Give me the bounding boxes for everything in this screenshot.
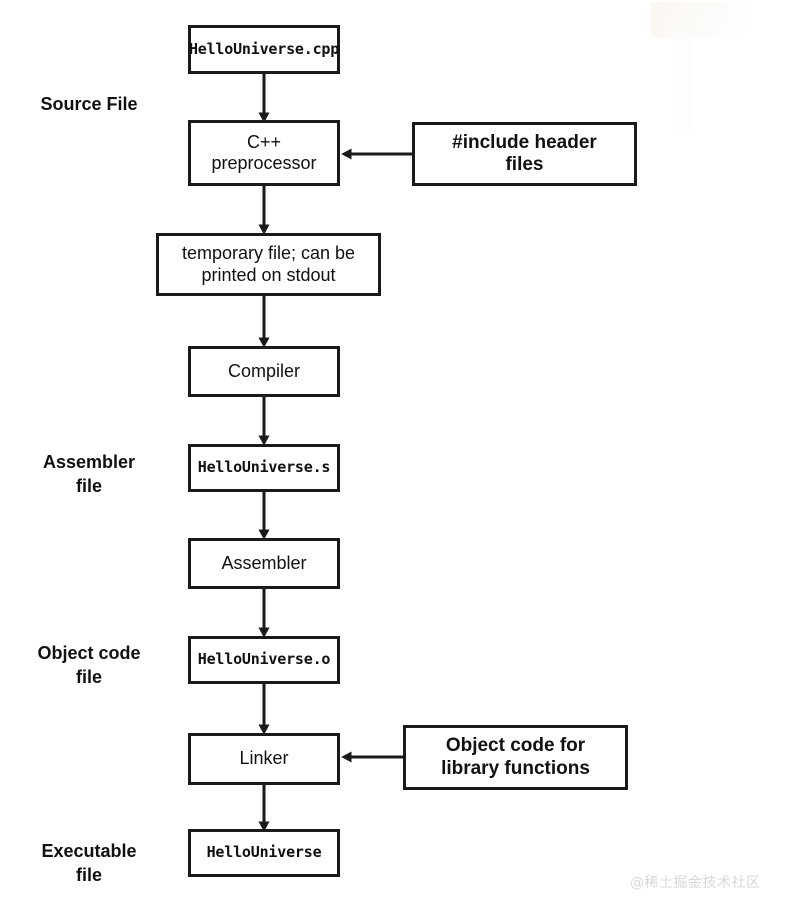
node-label: Linker [239, 748, 289, 769]
node-label: Compiler [227, 360, 301, 381]
node-assembler: Assembler [188, 538, 340, 589]
node-executable-file: HelloUniverse [188, 829, 340, 877]
node-linker: Linker [188, 733, 340, 785]
watermark-text: @稀土掘金技术社区 [630, 872, 761, 892]
node-label: HelloUniverse.s [197, 458, 331, 477]
node-object-file-o: HelloUniverse.o [188, 636, 340, 684]
background-artifact-top [651, 2, 747, 38]
node-label: HelloUniverse [206, 843, 322, 862]
node-compiler: Compiler [188, 346, 340, 397]
node-assembly-file-s: HelloUniverse.s [188, 444, 340, 492]
node-label: HelloUniverse.cpp [188, 39, 340, 58]
node-label: HelloUniverse.o [197, 650, 331, 669]
watermark-label: @稀土掘金技术社区 [630, 875, 761, 891]
background-artifact-strip [673, 33, 691, 130]
node-label: Assembler [221, 552, 307, 573]
side-label-line: Source File [40, 94, 138, 114]
node-cpp-preprocessor: C++preprocessor [188, 120, 340, 186]
node-label: C++preprocessor [211, 131, 317, 173]
node-source-file-cpp: HelloUniverse.cpp [188, 25, 340, 74]
side-label-source-file: Source File [14, 92, 164, 116]
